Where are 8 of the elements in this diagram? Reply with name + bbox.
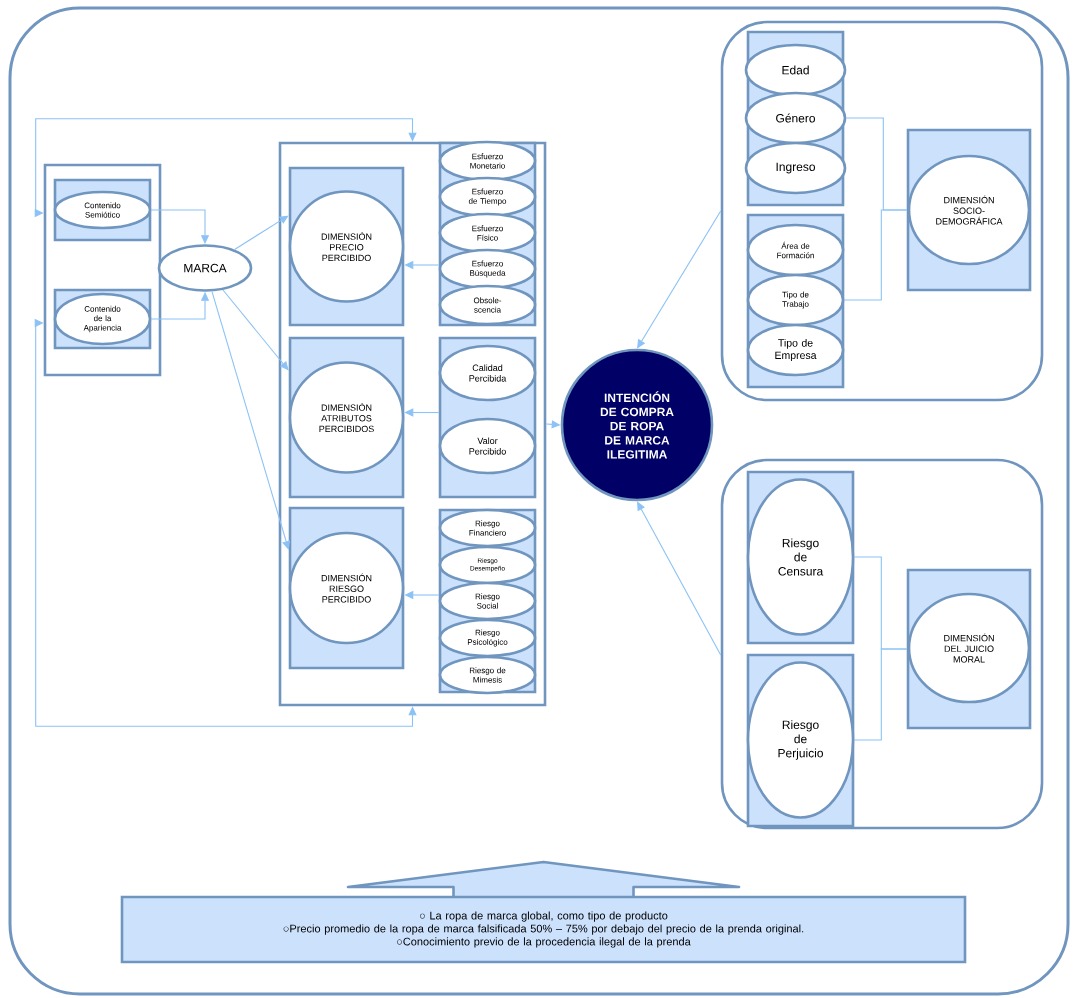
arrow (234, 215, 289, 250)
connector-line (853, 648, 908, 741)
connector-line (843, 209, 908, 301)
arrow (637, 501, 722, 656)
note-box: ○ La ropa de marca global, como tipo de producto ○Precio promedio de la ropa de marca falsificada 50% – 75% por debajo del precio de la prenda original. ○Conocimiento previo de la procedencia ilegal de la prenda (120, 860, 967, 964)
arrow (637, 210, 722, 349)
arrow (34, 318, 417, 727)
arrow (211, 291, 291, 550)
